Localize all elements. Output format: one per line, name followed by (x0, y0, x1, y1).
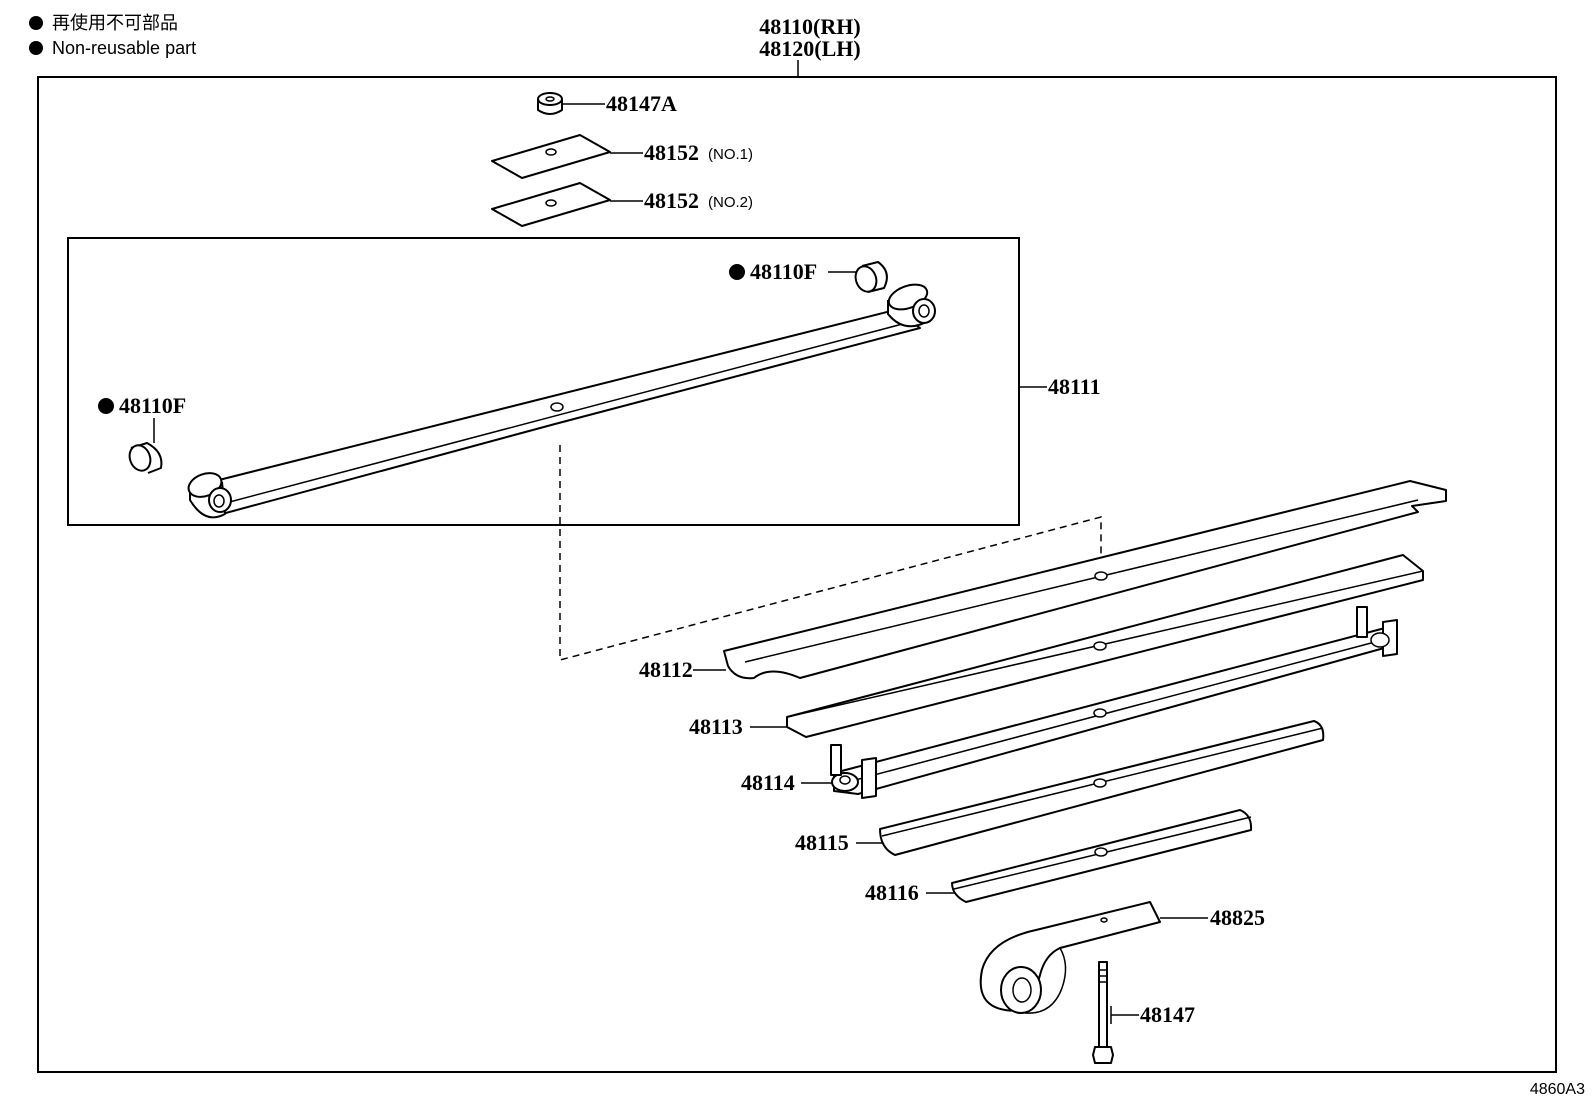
alignment-dashed-line (559, 445, 1102, 661)
bushing-end (854, 265, 878, 293)
leaf-hole (1093, 708, 1107, 718)
clip-left-1 (830, 744, 842, 776)
leaf-hole (1094, 571, 1108, 581)
center-bolt-hole (550, 402, 564, 412)
pad-hole (545, 199, 557, 207)
bushing-48110F-right: 48110F (729, 259, 888, 293)
part-label-48152-no1: 48152 (644, 140, 699, 165)
part-suffix-no2: (NO.2) (708, 194, 753, 211)
right-eye-bore (918, 304, 930, 318)
clip-hole-left (839, 775, 851, 785)
leaf-48114: 48114 (741, 606, 1398, 799)
clip-right-1 (1356, 606, 1368, 638)
bracket-hole (1100, 917, 1108, 923)
assembly-lh-label: 48120(LH) (759, 36, 860, 61)
bolt-48147: 48147 (1092, 961, 1195, 1064)
non-reusable-bullet-icon (98, 398, 114, 414)
part-label-48114: 48114 (741, 770, 795, 795)
leaf-48115: 48115 (795, 720, 1325, 856)
part-label-48110F-right: 48110F (750, 259, 817, 284)
part-label-48112: 48112 (639, 657, 693, 682)
main-leaf-frame (67, 237, 1020, 526)
part-label-48113: 48113 (689, 714, 743, 739)
leaf-48113: 48113 (689, 554, 1424, 739)
leaf-hole (1093, 641, 1107, 651)
assembly-rh-label: 48110(RH) (759, 14, 860, 39)
part-label-48110F-left: 48110F (119, 393, 186, 418)
assembly-frame (37, 76, 1557, 1073)
part-label-48147A: 48147A (606, 91, 677, 116)
leaf-body (879, 720, 1325, 856)
part-label-48825: 48825 (1210, 905, 1265, 930)
main-leaf-edge (221, 321, 911, 505)
bracket-48825: 48825 (979, 901, 1265, 1014)
pad-plate (491, 134, 611, 179)
part-label-48152-no2: 48152 (644, 188, 699, 213)
non-reusable-bullet-icon (729, 264, 745, 280)
clip-left-2 (861, 757, 877, 799)
figure-code: 4860A3 (1530, 1081, 1585, 1098)
leaf-hole (1093, 778, 1107, 788)
main-leaf-48111 (187, 283, 936, 519)
assembly-callout: 48110(RH) 48120(LH) (759, 14, 861, 77)
pad-48152-no2: 48152 (NO.2) (491, 182, 753, 227)
nut-48147A: 48147A (537, 91, 677, 116)
part-suffix-no1: (NO.1) (708, 146, 753, 163)
part-label-48115: 48115 (795, 830, 849, 855)
bolt-shank (1098, 961, 1108, 1048)
leaf-edge (843, 637, 1391, 784)
bracket-curl (1024, 947, 1067, 1014)
leaf-48112: 48112 (639, 480, 1447, 682)
leaf-48116: 48116 (865, 809, 1253, 905)
leaf-hole (1094, 847, 1108, 857)
clip-hole-right (1370, 632, 1390, 648)
legend-japanese: 再使用不可部品 (52, 13, 178, 33)
left-eye-bore (213, 494, 225, 508)
bushing-end (128, 444, 152, 472)
bushing-48110F-left: 48110F (98, 393, 186, 474)
pad-48152-no1: 48152 (NO.1) (491, 134, 753, 179)
part-label-48111: 48111 (1048, 374, 1101, 399)
bolt-head (1092, 1046, 1114, 1064)
pad-hole (545, 148, 557, 156)
non-reusable-bullet-icon (29, 41, 43, 55)
legend-english: Non-reusable part (52, 38, 196, 58)
legend: 再使用不可部品 Non-reusable part (29, 13, 196, 58)
leaf-edge (744, 499, 1419, 663)
nut-hole (545, 96, 555, 102)
non-reusable-bullet-icon (29, 16, 43, 30)
part-label-48116: 48116 (865, 880, 919, 905)
part-label-48147: 48147 (1140, 1002, 1195, 1027)
bracket-eye-bore (1012, 977, 1032, 1003)
